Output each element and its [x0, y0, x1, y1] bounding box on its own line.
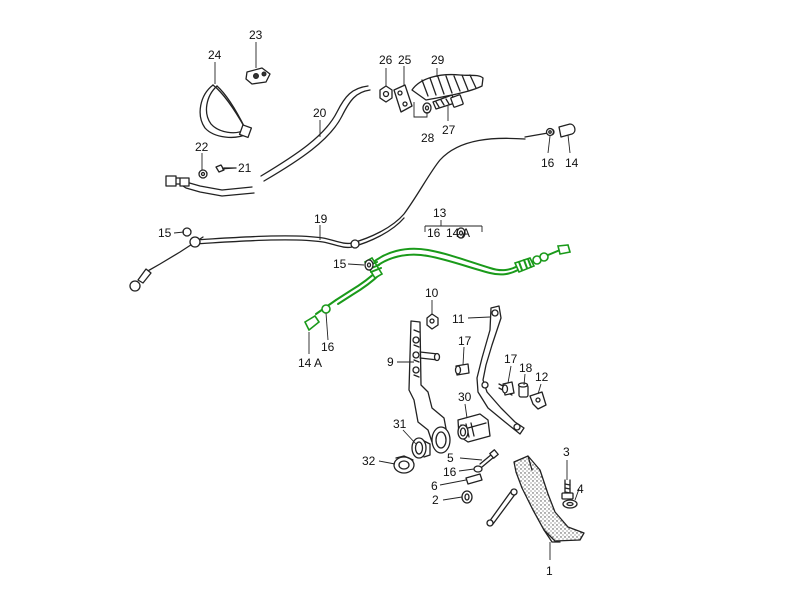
callout-26: 26 — [379, 53, 393, 67]
washer-part-28[interactable] — [422, 102, 432, 114]
washer-part-16-bracket[interactable] — [456, 227, 466, 239]
pin-part-6[interactable] — [465, 473, 483, 485]
bearing-block-part-30[interactable] — [457, 413, 491, 443]
bushing-part-17-left[interactable] — [454, 363, 470, 376]
callout-14a-bracket: 14 A — [446, 226, 470, 240]
lever-part-11[interactable] — [476, 305, 525, 435]
callout-30: 30 — [458, 390, 472, 404]
washer-part-32[interactable] — [393, 455, 415, 474]
cable-sleeve-part-20[interactable] — [260, 85, 371, 182]
linkage-rod-part-2[interactable] — [486, 488, 518, 527]
callout-22: 22 — [195, 140, 209, 154]
callout-16-right: 16 — [541, 156, 555, 170]
callout-3: 3 — [563, 445, 570, 459]
mount-plate-part-25[interactable] — [393, 84, 413, 113]
nut-part-10[interactable] — [426, 313, 439, 330]
callout-23: 23 — [249, 28, 263, 42]
callout-11: 11 — [452, 312, 465, 326]
callout-27: 27 — [442, 123, 456, 137]
bolt-part-3[interactable] — [561, 479, 574, 500]
callout-10: 10 — [425, 286, 439, 300]
callout-19: 19 — [314, 212, 328, 226]
callout-21: 21 — [238, 161, 252, 175]
callout-16-lower: 16 — [443, 465, 457, 479]
washer-part-16-right[interactable] — [545, 127, 555, 137]
throttle-cable-part-19[interactable] — [129, 123, 576, 292]
callout-25: 25 — [398, 53, 412, 67]
nut-part-26[interactable] — [379, 85, 393, 103]
callout-9: 9 — [387, 355, 394, 369]
screw-part-5[interactable] — [479, 449, 499, 468]
callout-6: 6 — [431, 479, 438, 493]
callout-28: 28 — [421, 131, 435, 145]
callout-16-left: 16 — [321, 340, 335, 354]
callout-2: 2 — [432, 493, 439, 507]
callout-31: 31 — [393, 417, 407, 431]
accelerator-pedal-part-1[interactable] — [513, 455, 585, 543]
callout-5: 5 — [447, 451, 454, 465]
bolt-part-27[interactable] — [432, 94, 464, 110]
bracket-part-23[interactable] — [245, 67, 271, 85]
callout-15-left: 15 — [158, 226, 172, 240]
grommet-part-15-mid[interactable] — [364, 259, 374, 271]
leader-lines — [173, 42, 580, 560]
callout-14: 14 — [565, 156, 579, 170]
callout-20: 20 — [313, 106, 327, 120]
callout-17-right: 17 — [504, 352, 518, 366]
callout-15-mid: 15 — [333, 257, 347, 271]
hose-clamp-part-24[interactable] — [199, 84, 253, 139]
callout-29: 29 — [431, 53, 445, 67]
washer-part-16-lower[interactable] — [473, 465, 483, 473]
rubber-boot-part-29[interactable] — [411, 73, 484, 101]
callout-24: 24 — [208, 48, 222, 62]
bushing-part-31[interactable] — [411, 437, 431, 459]
callout-14a-bottom: 14 A — [298, 356, 322, 370]
callout-32: 32 — [362, 454, 376, 468]
washer-part-4[interactable] — [562, 499, 578, 509]
callout-4: 4 — [577, 482, 584, 496]
callout-17-left: 17 — [458, 334, 472, 348]
callout-1: 1 — [546, 564, 553, 578]
callout-16-bracket: 16 — [427, 226, 441, 240]
bushing-part-17-right[interactable] — [501, 381, 515, 396]
callout-labels: 1 2 3 4 5 6 9 10 11 12 13 14 14 A 14 A 1… — [158, 28, 584, 578]
clip-part-12[interactable] — [529, 391, 547, 410]
bushing-part-2[interactable] — [461, 490, 473, 504]
callout-13: 13 — [433, 206, 447, 220]
pedal-lever-part-9[interactable] — [408, 320, 451, 454]
callout-12: 12 — [535, 370, 549, 384]
accelerator-cable-part-13[interactable] — [303, 244, 572, 332]
spacer-part-18[interactable] — [517, 382, 529, 398]
callout-18: 18 — [519, 361, 533, 375]
